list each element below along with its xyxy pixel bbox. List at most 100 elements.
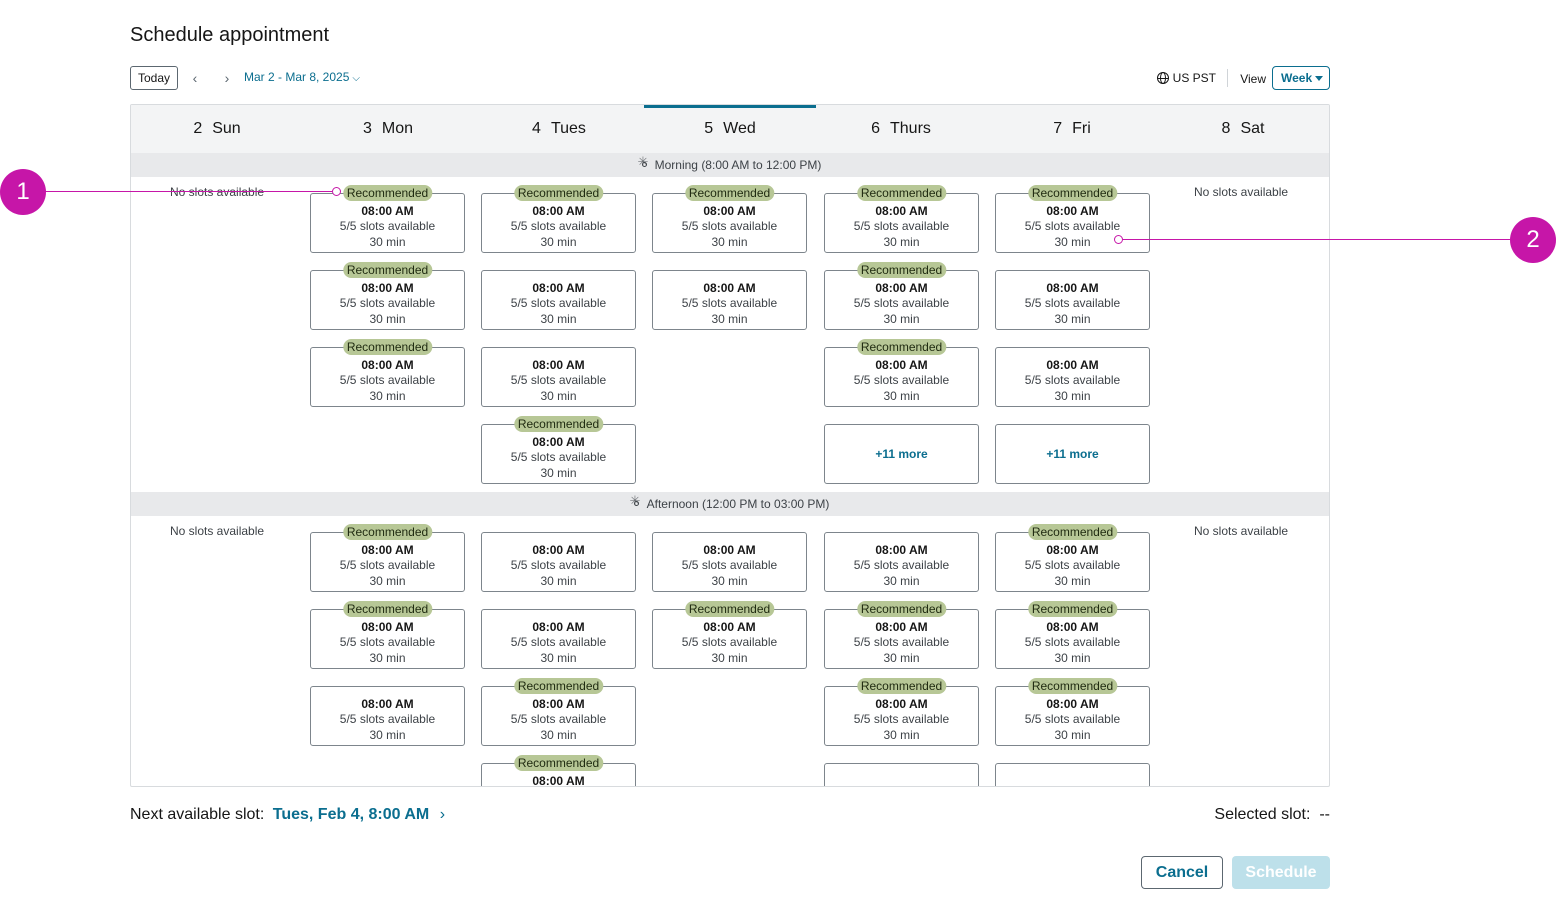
cancel-button[interactable]: Cancel (1141, 856, 1223, 889)
no-slots-sun-morning: No slots available (170, 185, 265, 199)
slot-time: 08:00 AM (875, 620, 928, 634)
slot-time: 08:00 AM (361, 358, 414, 372)
recommended-badge: Recommended (342, 185, 433, 201)
slot-time: 08:00 AM (532, 358, 585, 372)
slot-time: 08:00 AM (361, 281, 414, 295)
calendar-toolbar: Today ‹ › Mar 2 - Mar 8, 2025⌵ US PST Vi… (130, 66, 1330, 91)
slot-availability: 5/5 slots available (510, 558, 607, 572)
slot-time: 08:00 AM (532, 697, 585, 711)
chevron-right-icon[interactable]: › (439, 806, 446, 823)
slot-availability: 5/5 slots available (681, 296, 778, 310)
afternoon-band-label: Afternoon (12:00 PM to 03:00 PM) (646, 497, 830, 511)
time-slot-afternoon-thurs-4[interactable] (824, 763, 979, 786)
previous-week-icon[interactable]: ‹ (192, 70, 198, 86)
slot-availability: 5/5 slots available (1024, 219, 1121, 233)
view-select[interactable]: Week (1272, 66, 1330, 90)
slot-time: 08:00 AM (1046, 204, 1099, 218)
slot-time: 08:00 AM (1046, 281, 1099, 295)
timezone-selector[interactable]: US PST (1156, 71, 1216, 85)
slot-time: 08:00 AM (1046, 543, 1099, 557)
day-name: Sat (1240, 120, 1265, 137)
recommended-badge: Recommended (684, 185, 775, 201)
slot-availability: 5/5 slots available (853, 635, 950, 649)
time-slot-afternoon-fri-4[interactable] (995, 763, 1150, 786)
slot-duration: 30 min (1054, 235, 1091, 249)
date-range-picker[interactable]: Mar 2 - Mar 8, 2025⌵ (244, 70, 360, 84)
day-number: 7 (1053, 120, 1063, 137)
timezone-label: US PST (1172, 71, 1216, 85)
caret-down-icon (1315, 76, 1323, 81)
slot-duration: 30 min (369, 574, 406, 588)
callout-1-dot (332, 187, 341, 196)
slot-duration: 30 min (540, 728, 577, 742)
day-name: Tues (550, 120, 586, 137)
slot-availability: 5/5 slots available (853, 558, 950, 572)
slot-time: 08:00 AM (703, 543, 756, 557)
slot-time: 08:00 AM (875, 697, 928, 711)
next-available-link[interactable]: Tues, Feb 4, 8:00 AM (272, 806, 430, 823)
schedule-button[interactable]: Schedule (1232, 856, 1330, 889)
slot-duration: 30 min (883, 574, 920, 588)
slot-duration: 30 min (369, 312, 406, 326)
callout-1-leader (44, 191, 332, 192)
next-week-icon[interactable]: › (224, 70, 230, 86)
recommended-badge: Recommended (513, 416, 604, 432)
today-button[interactable]: Today (130, 66, 178, 90)
slot-availability: 5/5 slots available (339, 219, 436, 233)
morning-band-label: Morning (8:00 AM to 12:00 PM) (654, 158, 822, 172)
day-name: Wed (723, 120, 756, 137)
slot-duration: 30 min (1054, 728, 1091, 742)
next-available-label: Next available slot: (130, 806, 265, 823)
callout-1: 1 (0, 169, 46, 215)
slot-time: 08:00 AM (361, 620, 414, 634)
no-slots-sun-afternoon: No slots available (170, 524, 265, 538)
callout-2-dot (1114, 235, 1123, 244)
slot-duration: 30 min (540, 651, 577, 665)
more-slots-button[interactable]: +11 more (824, 424, 979, 484)
slot-availability: 5/5 slots available (681, 635, 778, 649)
slot-availability: 5/5 slots available (853, 219, 950, 233)
slot-availability: 5/5 slots available (853, 712, 950, 726)
slot-duration: 30 min (540, 312, 577, 326)
recommended-badge: Recommended (1027, 185, 1118, 201)
slot-availability: 5/5 slots available (510, 296, 607, 310)
more-slots-button[interactable]: +11 more (995, 424, 1150, 484)
